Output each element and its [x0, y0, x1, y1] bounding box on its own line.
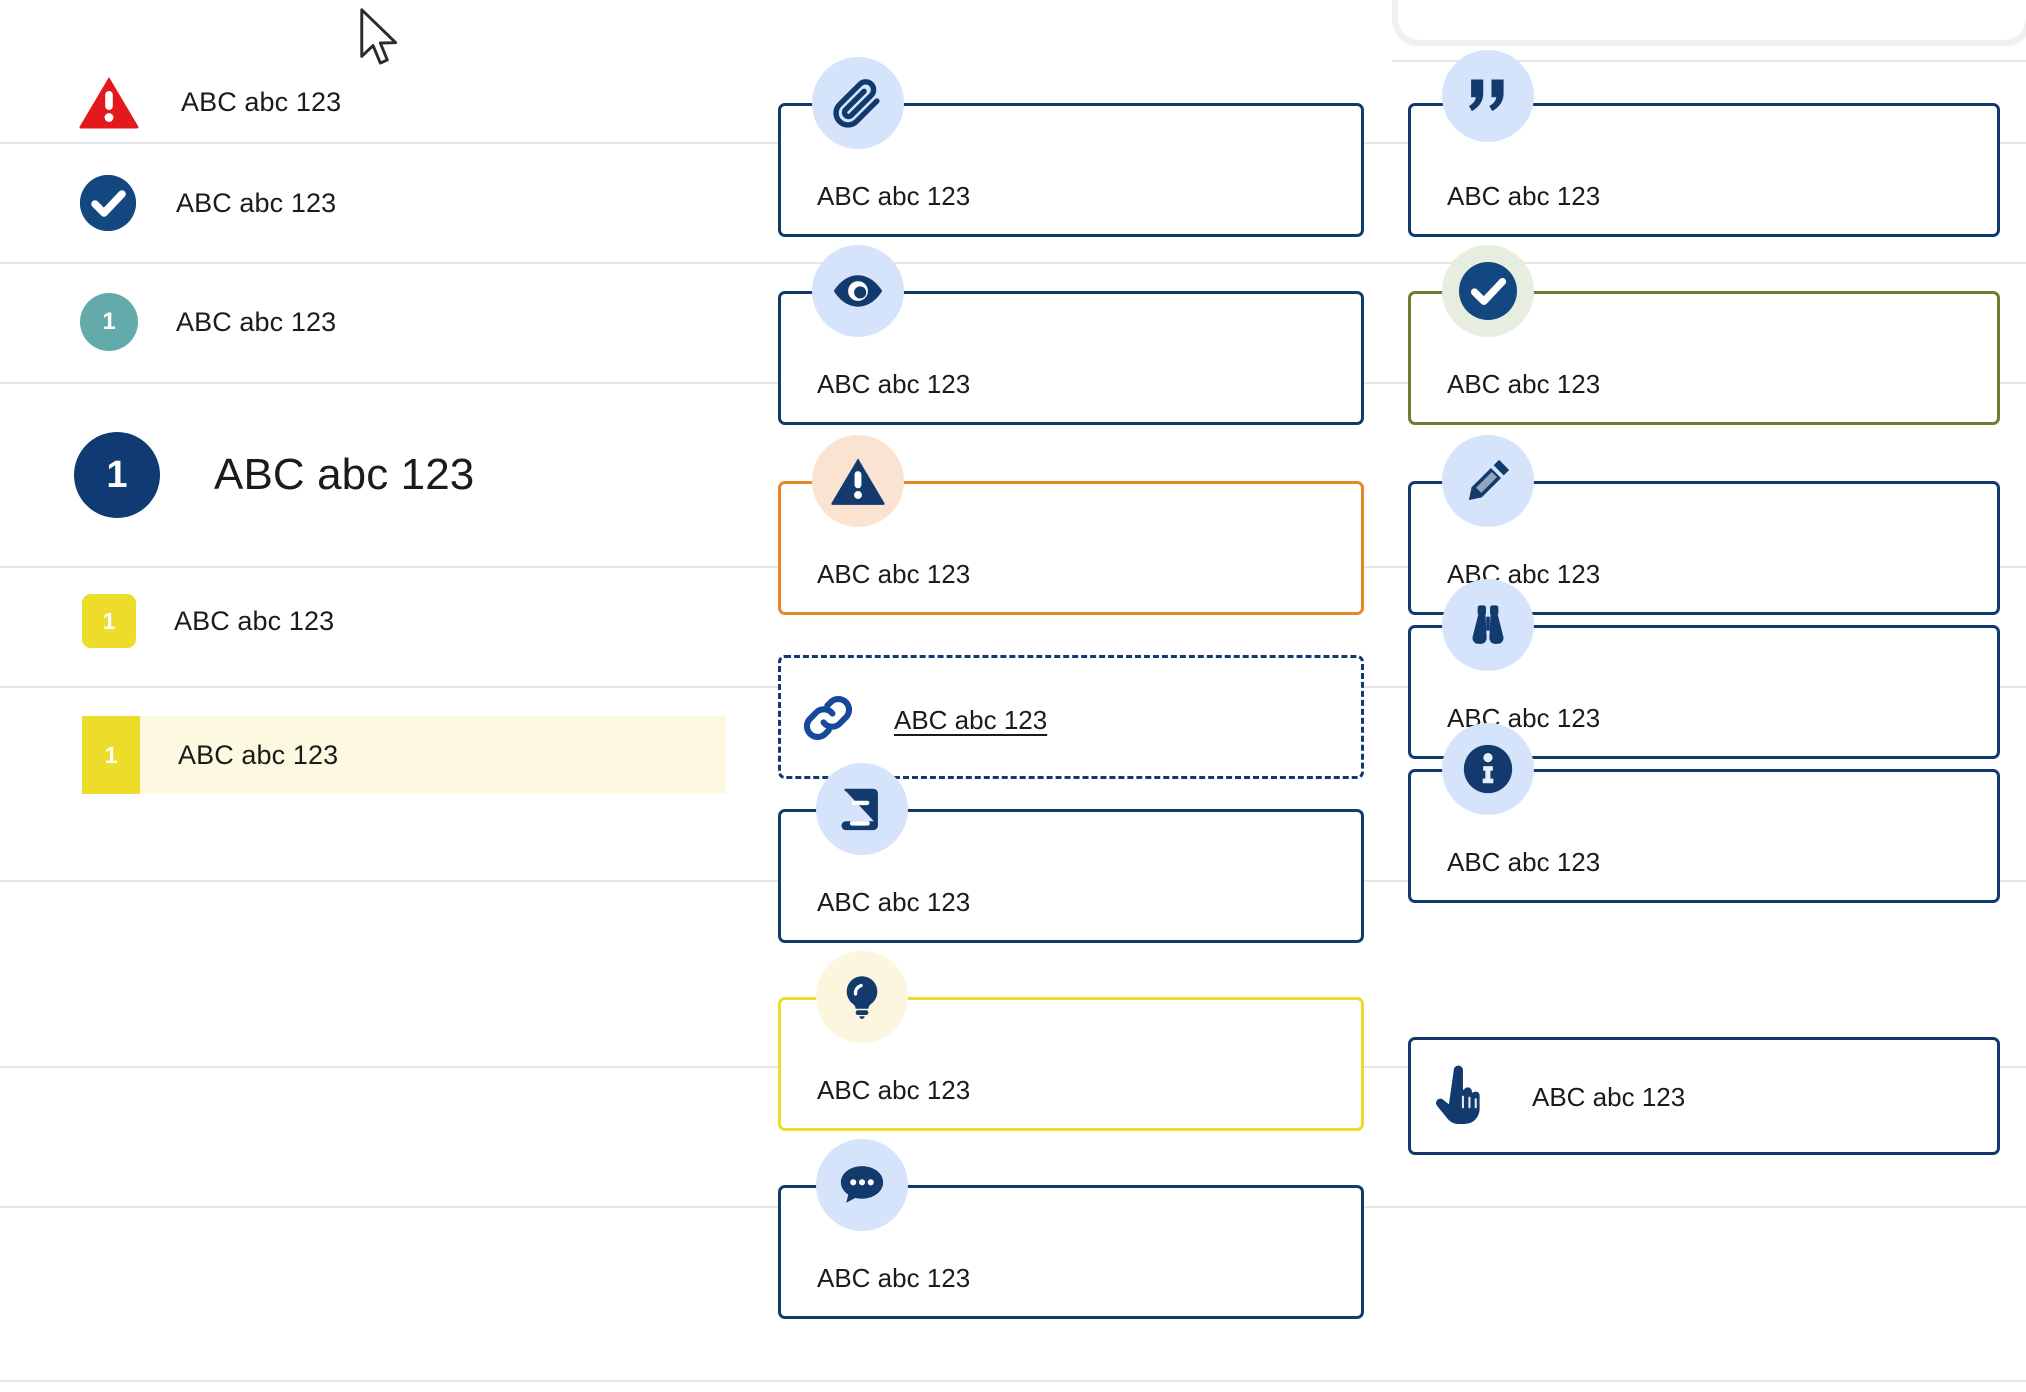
hand-pointer-icon [1432, 1062, 1490, 1133]
card-label: ABC abc 123 [1447, 181, 1601, 211]
left-sample-list: ABC abc 123 ABC abc 123 1 ABC abc 123 1 … [0, 0, 760, 1392]
pencil-icon [1442, 435, 1534, 527]
list-item-step-teal[interactable]: 1 ABC abc 123 [0, 293, 840, 351]
card-label: ABC abc 123 [817, 887, 971, 917]
number-badge-icon: 1 [82, 716, 140, 794]
card-link[interactable] [778, 655, 1364, 779]
binoculars-icon [1442, 579, 1534, 671]
card-label: ABC abc 123 [817, 181, 971, 211]
card-attachment[interactable]: ABC abc 123 [778, 103, 1364, 237]
list-item-label: ABC abc 123 [178, 739, 339, 770]
warning-triangle-icon [78, 75, 140, 129]
list-item-alert-error[interactable]: ABC abc 123 [0, 62, 838, 142]
card-label: ABC abc 123 [817, 1075, 971, 1105]
separator-rule [0, 1380, 2026, 1382]
list-item-label: ABC abc 123 [181, 86, 342, 117]
list-item-label: ABC abc 123 [176, 187, 337, 218]
list-item-label: ABC abc 123 [176, 306, 337, 337]
list-item-label: ABC abc 123 [214, 450, 475, 499]
book-icon [816, 763, 908, 855]
highlight-band [82, 716, 726, 794]
separator-rule [0, 262, 2026, 264]
chat-bubble-icon [816, 1139, 908, 1231]
eye-icon [812, 245, 904, 337]
lightbulb-icon [816, 951, 908, 1043]
number-badge-icon: 1 [80, 293, 138, 351]
list-item-label: ABC abc 123 [174, 605, 335, 636]
top-rounded-panel [1398, 0, 2026, 40]
card-label: ABC abc 123 [1447, 847, 1601, 877]
number-badge-icon: 1 [74, 432, 160, 518]
list-item-step-primary[interactable]: 1 ABC abc 123 [0, 432, 834, 518]
card-link-content[interactable]: ABC abc 123 [800, 690, 1047, 751]
warning-triangle-icon [812, 435, 904, 527]
card-warning[interactable]: ABC abc 123 [778, 481, 1364, 615]
list-item-alert-success[interactable]: ABC abc 123 [0, 175, 840, 231]
paperclip-icon [812, 57, 904, 149]
card-action[interactable] [1408, 1037, 2000, 1155]
card-link-label[interactable]: ABC abc 123 [894, 705, 1048, 735]
check-circle-icon [80, 175, 136, 231]
card-label: ABC abc 123 [817, 1263, 971, 1293]
card-action-label: ABC abc 123 [1532, 1082, 1686, 1112]
card-label: ABC abc 123 [817, 369, 971, 399]
info-circle-icon [1442, 723, 1534, 815]
card-action-content[interactable]: ABC abc 123 [1432, 1062, 1685, 1133]
card-label: ABC abc 123 [817, 559, 971, 589]
card-label: ABC abc 123 [1447, 369, 1601, 399]
separator-rule [1392, 60, 2026, 62]
number-badge-icon: 1 [82, 594, 136, 648]
list-item-step-yellow[interactable]: 1 ABC abc 123 [0, 594, 842, 648]
list-item-step-yellow-highlighted[interactable]: 1 ABC abc 123 [0, 716, 842, 794]
quote-icon [1442, 50, 1534, 142]
link-icon [800, 690, 856, 751]
check-circle-icon [1442, 245, 1534, 337]
